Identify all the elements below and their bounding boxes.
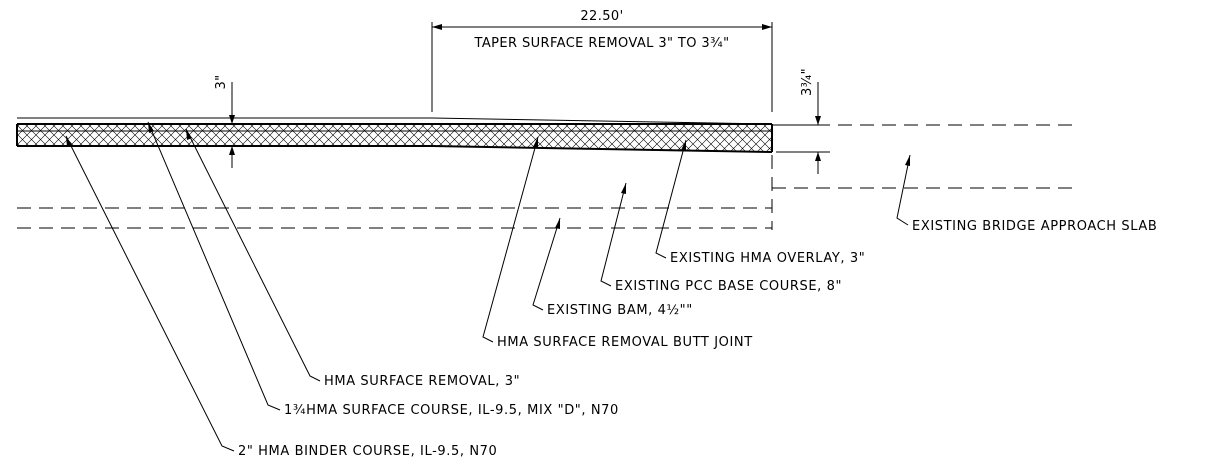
callout-leaders [65,121,911,452]
right-depth-dimension: 3¾" [776,68,830,174]
callout-bridge-approach-slab: EXISTING BRIDGE APPROACH SLAB [912,219,1157,234]
pavement-layers [16,117,1075,230]
callout-surface-course: 1¾HMA SURFACE COURSE, IL-9.5, MIX "D", N… [284,403,619,418]
left-depth-label: 3" [214,74,229,89]
callout-hma-overlay: EXISTING HMA OVERLAY, 3" [670,251,865,266]
callout-binder-course: 2" HMA BINDER COURSE, IL-9.5, N70 [238,444,497,459]
callout-butt-joint: HMA SURFACE REMOVAL BUTT JOINT [497,335,753,350]
right-depth-label: 3¾" [800,68,815,96]
callout-existing-bam: EXISTING BAM, 4½"" [547,303,693,318]
callout-surface-removal: HMA SURFACE REMOVAL, 3" [324,374,520,389]
callout-pcc-base-course: EXISTING PCC BASE COURSE, 8" [615,279,842,294]
callout-labels: EXISTING BRIDGE APPROACH SLAB EXISTING H… [238,219,1157,459]
taper-length-dimension: 22.50' TAPER SURFACE REMOVAL 3" TO 3¾" [431,9,773,112]
left-depth-dimension: 3" [214,74,235,168]
taper-length-label: 22.50' [580,9,623,24]
taper-note-label: TAPER SURFACE REMOVAL 3" TO 3¾" [474,36,730,51]
